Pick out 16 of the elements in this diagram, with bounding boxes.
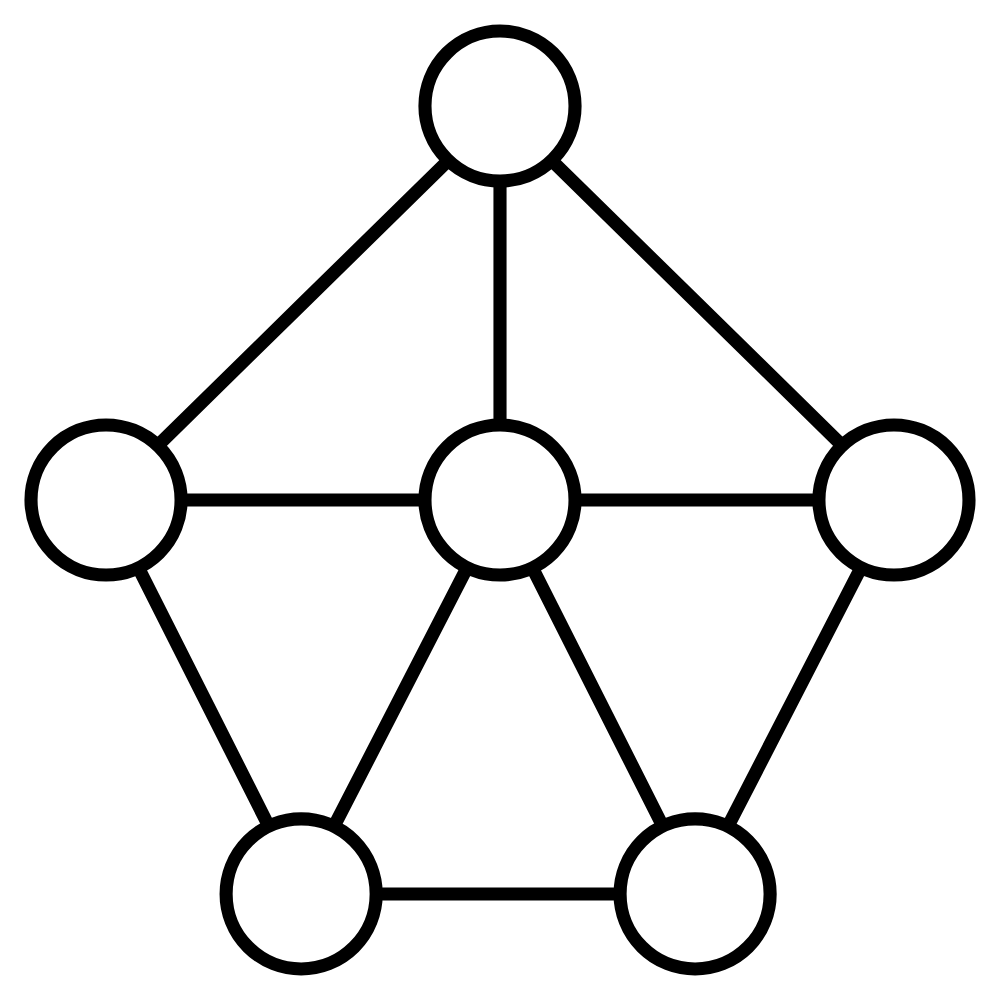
node-circle xyxy=(812,418,976,582)
node-circle xyxy=(418,418,582,582)
connector xyxy=(548,157,847,450)
connector xyxy=(575,493,819,507)
connector xyxy=(376,887,620,901)
node-circle xyxy=(219,812,383,976)
connector xyxy=(181,493,425,507)
connector xyxy=(328,564,473,830)
connector xyxy=(722,564,867,830)
connector xyxy=(493,182,507,424)
node-circle xyxy=(24,418,188,582)
node-circle xyxy=(418,24,582,188)
connector xyxy=(527,566,669,829)
connector xyxy=(133,566,275,829)
connector xyxy=(153,157,452,450)
node-circle xyxy=(613,812,777,976)
